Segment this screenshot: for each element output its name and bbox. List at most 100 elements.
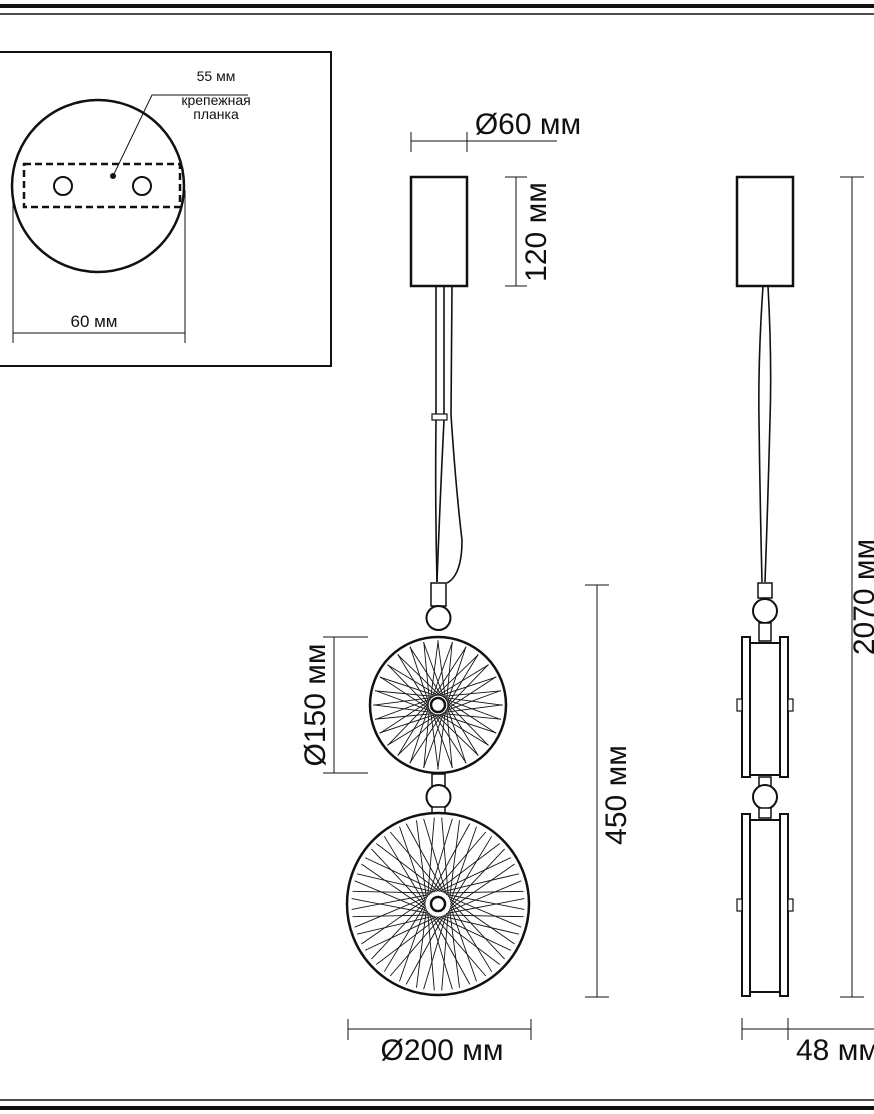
power-wire [446, 285, 463, 584]
side-upper-disc-body [748, 642, 782, 776]
small-disc-diameter-label: Ø150 мм [299, 644, 332, 767]
petal-line [399, 906, 426, 982]
petal-line [435, 654, 479, 697]
suspension-cable-1 [434, 286, 438, 583]
petal-line [449, 820, 460, 899]
petal-line [379, 676, 437, 697]
petal-line [376, 843, 440, 892]
side-top-connector [757, 582, 773, 599]
side-canopy-body [735, 175, 795, 288]
side-lower-disc-body [748, 819, 782, 993]
petal-line [447, 704, 479, 756]
cable-clamp [431, 413, 448, 421]
mounting-inset: 55 мм крепежная планка 60 мм [0, 51, 332, 367]
petal-line [373, 704, 433, 713]
petal-line [446, 646, 467, 704]
large-disc-diameter-label: Ø200 мм [381, 1034, 504, 1067]
petal-line [371, 901, 426, 960]
petal-line [379, 700, 430, 734]
petal-line [437, 710, 446, 770]
depth-label: 48 мм [796, 1034, 874, 1067]
petal-line [352, 890, 432, 894]
petal-line [431, 914, 471, 985]
side-upper-knob-right [787, 698, 794, 712]
petal-line [446, 676, 497, 710]
petal-line [351, 894, 430, 910]
petal-line [446, 641, 453, 701]
petal-line [387, 714, 439, 746]
petal-line [383, 903, 426, 972]
petal-line [444, 914, 524, 918]
petal-line [443, 697, 503, 706]
petal-line [374, 698, 431, 720]
petal-line [387, 702, 430, 746]
mounting-bracket [22, 162, 182, 209]
side-lower-knob-right [787, 898, 794, 912]
side-upper-knob-left [736, 698, 743, 712]
petal-line [439, 916, 512, 951]
petal-line [374, 690, 431, 712]
petal-line [354, 896, 428, 928]
bracket-label-line1: крепежная [181, 92, 250, 108]
petal-line [397, 713, 441, 756]
middle-ball [425, 784, 452, 810]
petal-line [416, 909, 427, 988]
bracket-length-label: 55 мм [197, 68, 236, 84]
petal-line [397, 654, 429, 706]
petal-line [405, 823, 445, 894]
petal-line [439, 713, 497, 734]
petal-line [446, 664, 489, 708]
petal-line [446, 700, 497, 734]
petal-line [449, 898, 515, 945]
petal-line [423, 641, 430, 701]
small-disc [368, 635, 508, 775]
front-view [323, 132, 609, 1040]
petal-line [450, 901, 505, 960]
suspension-cable-2 [436, 286, 445, 583]
petal-line [423, 712, 445, 769]
petal-line [436, 916, 500, 965]
petal-line [443, 704, 503, 713]
petal-line [433, 915, 487, 977]
petal-line [423, 818, 447, 895]
side-lower-knob-left [736, 898, 743, 912]
page-frame [0, 4, 874, 1110]
petal-line [364, 857, 437, 892]
petal-line [409, 706, 430, 764]
side-lower-disc-plate-right [779, 813, 789, 997]
canopy-body [409, 175, 469, 288]
petal-line [387, 664, 439, 696]
side-middle-ball [752, 784, 778, 810]
canopy-top-circle [10, 98, 186, 274]
petal-line [450, 826, 477, 902]
petal-line [373, 697, 433, 706]
petal-line [431, 641, 453, 698]
petal-line [441, 915, 520, 935]
bracket-label-line2: планка [193, 106, 239, 122]
petal-line [389, 831, 443, 893]
large-disc [345, 811, 531, 997]
top-ball [425, 605, 452, 631]
petal-line [423, 709, 430, 769]
top-connector [430, 582, 447, 607]
small-disc-petal-pattern [373, 640, 503, 770]
large-disc-center [429, 895, 447, 913]
side-lower-connector [758, 807, 772, 819]
side-cable-1 [758, 285, 764, 583]
petal-line [433, 713, 467, 764]
petal-line [356, 873, 435, 893]
petal-line [446, 702, 489, 746]
petal-line [374, 713, 434, 720]
petal-line [397, 654, 441, 697]
petal-line [445, 698, 502, 720]
petal-line [430, 710, 439, 770]
petal-line [379, 713, 437, 734]
side-top-ball [752, 598, 778, 624]
side-cable-2 [764, 285, 772, 583]
petal-line [387, 664, 430, 708]
petal-line [447, 654, 479, 706]
petal-line [444, 890, 524, 894]
petal-line [379, 676, 430, 710]
petal-line [430, 640, 439, 700]
petal-line [446, 706, 467, 764]
